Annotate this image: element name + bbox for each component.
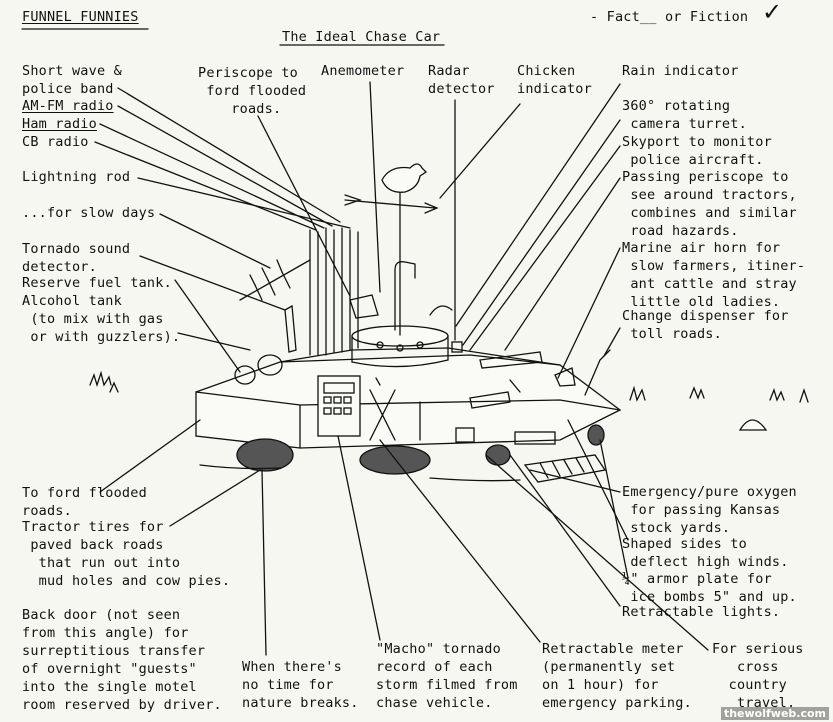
- label-oxygen: Emergency/pure oxygen for passing Kansas…: [622, 484, 797, 536]
- label-back-door: Back door (not seen from this angle) for…: [22, 607, 222, 713]
- label-chicken: Chicken indicator: [517, 63, 592, 97]
- label-serious: For serious cross country travel.: [712, 641, 804, 711]
- watermark: thewolfweb.com: [720, 707, 829, 720]
- label-lights: Retractable lights.: [622, 604, 781, 620]
- label-periscope-ford: Periscope to ford flooded roads.: [198, 65, 307, 117]
- label-meter: Retractable meter (permanently set on 1 …: [542, 641, 692, 711]
- label-shortwave: Short wave & police band: [22, 63, 122, 97]
- label-amfm: AM-FM radio: [22, 98, 114, 114]
- label-shaped-sides: Shaped sides to deflect high winds.: [622, 536, 789, 570]
- label-camera-turret: 360° rotating camera turret.: [622, 98, 747, 132]
- label-cb: CB radio: [22, 134, 89, 150]
- series-title: FUNNEL FUNNIES: [22, 9, 139, 25]
- label-anemometer: Anemometer: [321, 63, 405, 79]
- label-skyport: Skyport to monitor police aircraft.: [622, 134, 772, 168]
- chicken-shape: [381, 163, 428, 193]
- label-tornado-sound: Tornado sound detector.: [22, 241, 131, 275]
- label-tractor-tires: Tractor tires for paved back roads that …: [22, 519, 231, 589]
- label-rain: Rain indicator: [622, 63, 739, 79]
- label-ham: Ham radio: [22, 116, 97, 132]
- label-slow-days: ...for slow days: [22, 205, 156, 221]
- label-air-horn: Marine air horn for slow farmers, itiner…: [622, 240, 806, 310]
- label-lightning: Lightning rod: [22, 169, 131, 185]
- label-armor: ¼" armor plate for ice bombs 5" and up.: [622, 571, 797, 605]
- label-passing-periscope: Passing periscope to see around tractors…: [622, 169, 797, 239]
- label-change-dispenser: Change dispenser for toll roads.: [622, 308, 789, 342]
- label-macho: "Macho" tornado record of each storm fil…: [376, 641, 518, 711]
- fact-or-fiction-label: - Fact__ or Fiction: [590, 9, 749, 25]
- check-mark: ✓: [762, 0, 783, 26]
- label-radar: Radar detector: [428, 63, 495, 97]
- page-title: The Ideal Chase Car: [282, 29, 441, 45]
- label-reserve-fuel: Reserve fuel tank.: [22, 275, 172, 291]
- label-no-time: When there's no time for nature breaks.: [242, 659, 359, 711]
- label-alcohol: Alcohol tank (to mix with gas or with gu…: [22, 293, 181, 345]
- label-ford-roads: To ford flooded roads.: [22, 485, 147, 519]
